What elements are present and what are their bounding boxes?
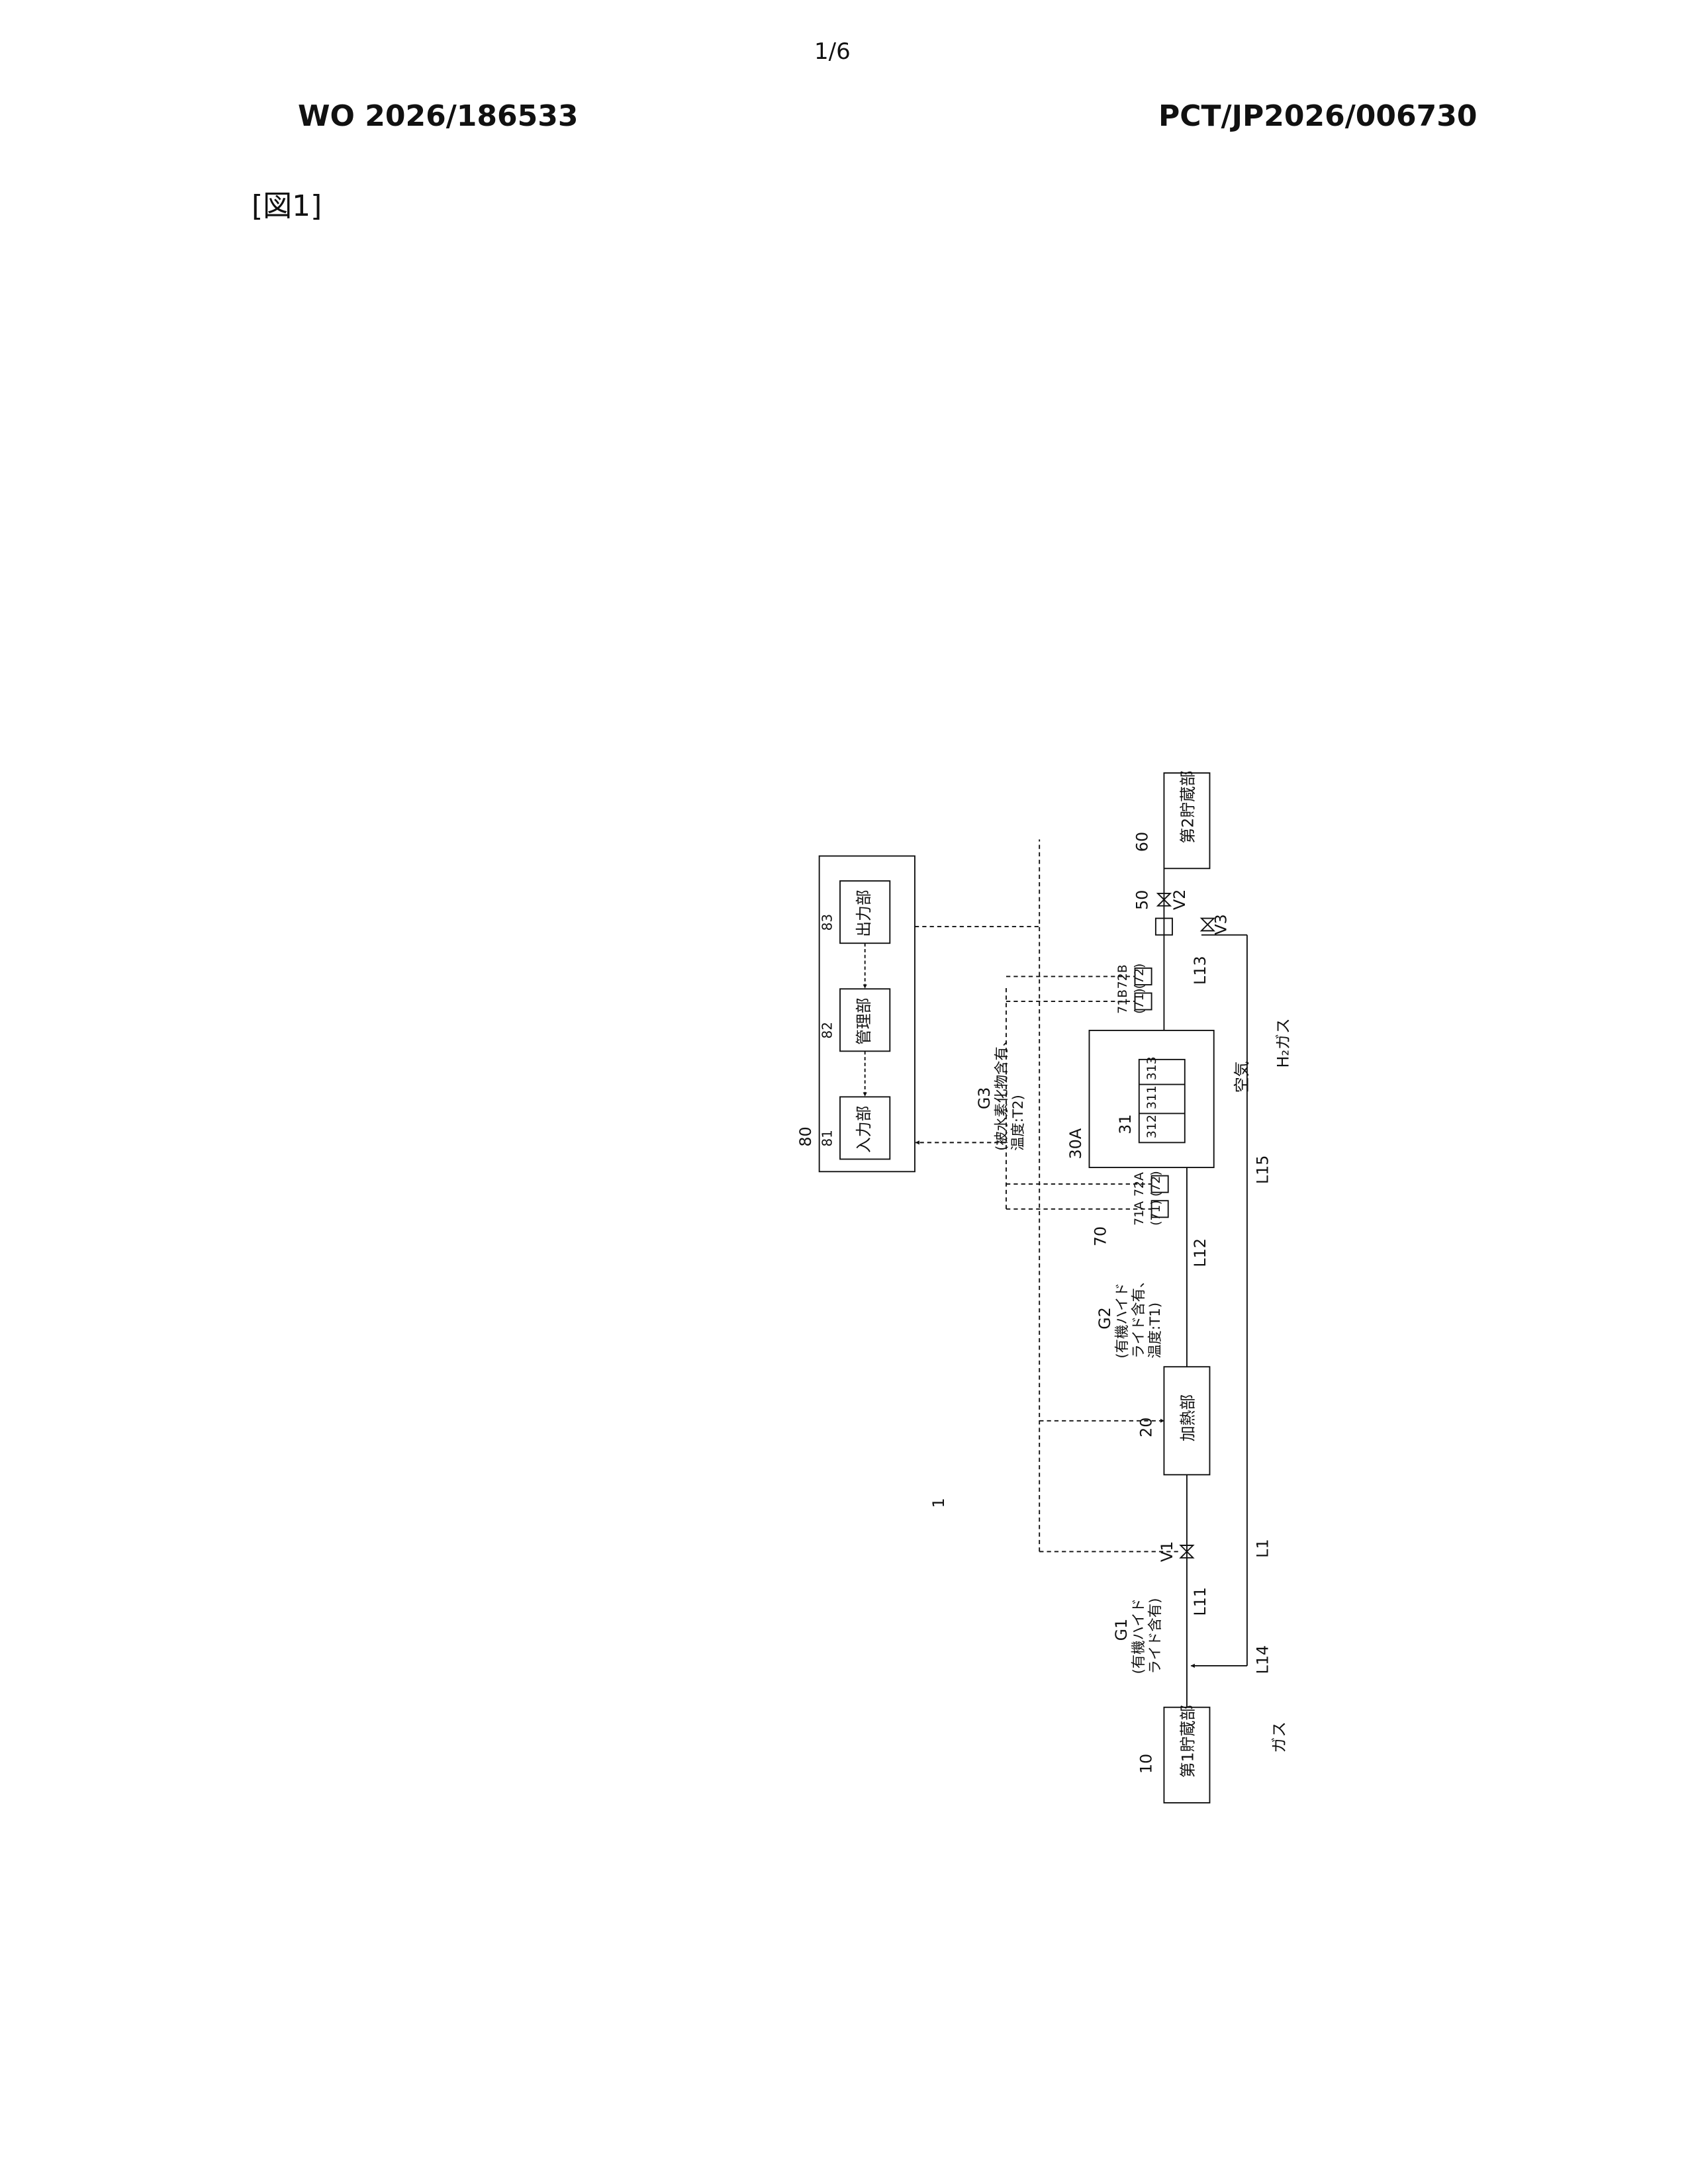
gas-g2-desc-1: (有機ハイド [1114, 1283, 1131, 1359]
output-label: 出力部 [855, 889, 873, 936]
gas-g1-label: G1 [1112, 1619, 1131, 1641]
sensor-71a-alt: (71) [1149, 1200, 1163, 1226]
gas-g3-desc-1: (被水素化物含有、 [994, 1032, 1010, 1151]
gas-label: ガス [1270, 1721, 1288, 1753]
figure-label: [図1] [252, 182, 322, 224]
sensor-71b-alt: (71) [1133, 988, 1147, 1014]
input-ref: 81 [819, 1130, 835, 1147]
output-ref: 83 [819, 914, 835, 931]
gas-g3-desc-2: 温度:T2) [1010, 1095, 1027, 1151]
controller-ref: 80 [796, 1126, 815, 1146]
gas-g1-desc-1: (有機ハイド [1131, 1598, 1147, 1674]
system-diagram-svg: 第1貯蔵部 加熱部 第2貯蔵部 入力部 管理部 出力部 10 20 30A 31… [371, 278, 1430, 1966]
sensor-72b-ref: 72B [1116, 964, 1130, 989]
storage2-ref: 60 [1133, 832, 1151, 852]
air-label: 空気 [1233, 1061, 1251, 1093]
sensor-72a-alt: (72) [1149, 1171, 1163, 1197]
h2-gas-label: H₂ガス [1274, 1018, 1293, 1068]
line-l11: L11 [1191, 1587, 1209, 1616]
sensor-71a-ref: 71A [1133, 1201, 1147, 1226]
storage1-label: 第1貯蔵部 [1178, 1705, 1197, 1778]
gas-g2-desc-3: 温度:T1) [1147, 1302, 1164, 1359]
heater-ref: 20 [1137, 1418, 1156, 1437]
reactor-sub-311: 311 [1145, 1085, 1159, 1109]
system-ref: 1 [929, 1498, 948, 1508]
sensor-group-ref: 70 [1092, 1226, 1110, 1246]
line-l14: L14 [1253, 1645, 1272, 1674]
sensor-72a-ref: 72A [1133, 1172, 1147, 1197]
junction-ref: 50 [1133, 890, 1151, 910]
storage1-ref: 10 [1137, 1754, 1156, 1774]
manager-ref: 82 [819, 1022, 835, 1039]
heater-label: 加熱部 [1178, 1394, 1197, 1441]
line-l13: L13 [1191, 956, 1209, 985]
page-number: 1/6 [814, 38, 851, 65]
gas-g2-desc-2: ライド含有、 [1131, 1274, 1147, 1359]
reactor-sub-313: 313 [1145, 1056, 1159, 1080]
gas-g1-desc-2: ライド含有) [1147, 1598, 1164, 1674]
input-label: 入力部 [855, 1106, 873, 1153]
manager-label: 管理部 [855, 997, 873, 1044]
reactor-label: 31 [1116, 1114, 1135, 1134]
gas-g3-label: G3 [975, 1087, 994, 1110]
application-number: PCT/JP2026/006730 [1158, 99, 1477, 133]
line-l1: L1 [1253, 1539, 1272, 1557]
sensor-71b-ref: 71B [1116, 989, 1130, 1014]
line-l15: L15 [1253, 1156, 1272, 1185]
valve-v3: V3 [1212, 914, 1231, 934]
sensor-72b-alt: (72) [1133, 964, 1147, 989]
valve-v1: V1 [1158, 1541, 1176, 1562]
storage2-label: 第2貯蔵部 [1178, 770, 1197, 843]
figure-diagram: 第1貯蔵部 加熱部 第2貯蔵部 入力部 管理部 出力部 10 20 30A 31… [371, 278, 1430, 1966]
reactor-ref: 30A [1066, 1128, 1085, 1159]
valve-v2: V2 [1170, 889, 1189, 910]
line-l12: L12 [1191, 1238, 1209, 1267]
reactor-sub-312: 312 [1145, 1115, 1159, 1138]
gas-g2-label: G2 [1096, 1307, 1114, 1330]
publication-number: WO 2026/186533 [298, 99, 578, 133]
